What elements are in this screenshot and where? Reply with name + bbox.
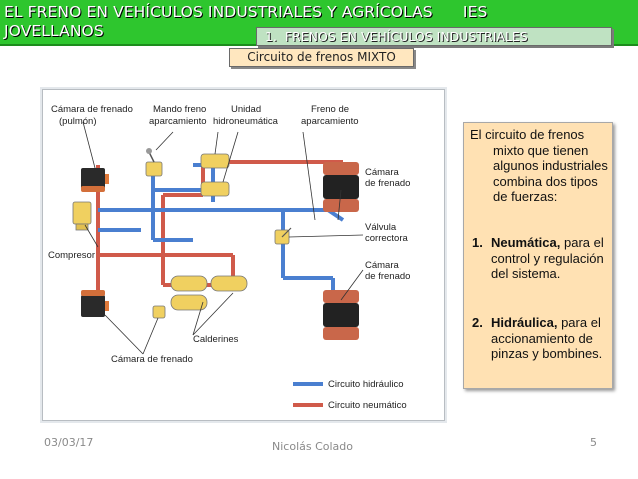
wheel-brake-chamber-rear-left <box>81 290 109 317</box>
label-freno-ap-1: Freno de <box>311 104 349 115</box>
label-camara-f-1: Cámara <box>365 167 400 178</box>
hydro-pneumatic-unit-2 <box>200 181 230 197</box>
label-camara-pulmon-2: (pulmón) <box>59 116 97 127</box>
footer-author: Nicolás Colado <box>272 440 354 453</box>
info-panel: El circuito de frenos mixto que tienen a… <box>463 122 613 389</box>
legend-neumatico: Circuito neumático <box>328 400 407 411</box>
parking-brake-control <box>145 148 163 177</box>
bottom-brake-chamber <box>152 305 166 319</box>
label-camara-f2-1: Cámara <box>365 260 400 271</box>
diagram-svg: Cámara de frenado (pulmón) Mando freno a… <box>48 104 410 411</box>
label-unidad-1: Unidad <box>231 104 261 115</box>
page-title-line2: JOVELLANOS <box>4 22 104 40</box>
point2-bold: Hidráulica, <box>491 315 558 330</box>
page-title-line1: EL FRENO EN VEHÍCULOS INDUSTRIALES Y AGR… <box>4 3 488 21</box>
compressor <box>72 201 92 231</box>
section-heading-box: 1. FRENOS EN VEHÍCULOS INDUSTRIALES <box>256 27 612 46</box>
label-valvula-1: Válvula <box>365 222 397 233</box>
point2-number: 2. <box>472 315 483 330</box>
legend: Circuito hidráulico Circuito neumático <box>293 379 407 411</box>
label-camara-pulmon-1: Cámara de frenado <box>51 104 133 115</box>
point1-bold: Neumática, <box>491 235 561 250</box>
point-hidraulica: 2. Hidráulica, para el accionamiento de … <box>472 315 608 362</box>
subtitle: Circuito de frenos MIXTO <box>247 50 396 64</box>
label-camara-f-2: de frenado <box>365 178 410 189</box>
subtitle-box: Circuito de frenos MIXTO <box>229 48 414 67</box>
label-freno-ap-2: aparcamiento <box>301 116 359 127</box>
brake-circuit-diagram: Cámara de frenado (pulmón) Mando freno a… <box>42 89 445 421</box>
corrector-valve <box>274 227 292 245</box>
label-calderines: Calderines <box>193 334 239 345</box>
legend-hidraulico: Circuito hidráulico <box>328 379 404 390</box>
intro-first-line: El circuito de frenos <box>470 127 585 142</box>
footer-date: 03/03/17 <box>44 436 94 449</box>
wheel-brake-rear-right <box>323 290 359 340</box>
point-neumatica: 1. Neumática, para el control y regulaci… <box>472 235 608 282</box>
label-mando-1: Mando freno <box>153 104 206 115</box>
intro-rest: mixto que tienen algunos industriales co… <box>493 142 608 205</box>
label-compresor: Compresor <box>48 250 95 261</box>
page-title: EL FRENO EN VEHÍCULOS INDUSTRIALES Y AGR… <box>4 3 524 41</box>
label-valvula-2: correctora <box>365 233 408 244</box>
label-mando-2: aparcamiento <box>149 116 207 127</box>
intro-paragraph: El circuito de frenos mixto que tienen a… <box>470 127 608 205</box>
point1-number: 1. <box>472 235 483 250</box>
header-bar: EL FRENO EN VEHÍCULOS INDUSTRIALES Y AGR… <box>0 0 638 46</box>
section-heading: 1. FRENOS EN VEHÍCULOS INDUSTRIALES <box>265 29 528 44</box>
label-camara-f2-2: de frenado <box>365 271 410 282</box>
air-tanks <box>170 275 248 311</box>
wheel-brake-chamber-front-left <box>81 168 109 192</box>
point1-text: para el control y regulación del sistema… <box>491 235 604 282</box>
footer-page-number: 5 <box>590 436 597 449</box>
hydro-pneumatic-unit-1 <box>200 153 230 169</box>
label-camara-bottom: Cámara de frenado <box>111 354 193 365</box>
label-unidad-2: hidroneumática <box>213 116 279 127</box>
wheel-brake-front-right <box>323 162 359 212</box>
point2-text: para el accionamiento de pinzas y bombin… <box>491 315 603 362</box>
leader-lines <box>82 121 364 355</box>
